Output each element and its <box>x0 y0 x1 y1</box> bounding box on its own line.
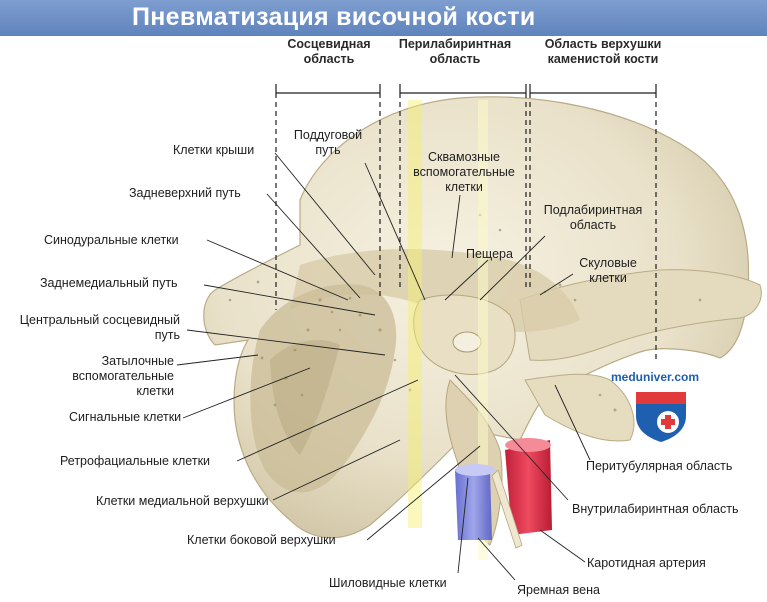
label-medial-apex-cells: Клетки медиальной верхушки <box>96 494 269 508</box>
region-mastoid: Сосцевидная область <box>287 37 371 66</box>
region-petrous-apex: Область верхушки каменистой кости <box>544 37 662 66</box>
carotid-artery <box>505 438 552 535</box>
label-subarcuate-tract: Поддуговой путь <box>293 128 363 157</box>
label-styloid-cells: Шиловидные клетки <box>329 576 447 590</box>
bone-silhouette <box>203 96 762 546</box>
label-intralabyrinthine-area: Внутрилабиринтная область <box>572 502 739 516</box>
label-sigmoid-cells: Сигнальные клетки <box>69 410 182 424</box>
leader-lines <box>176 152 591 581</box>
watermark-text: meduniver.com <box>611 370 700 384</box>
page-title: Пневматизация височной кости <box>132 3 536 31</box>
perilab-highlight-band <box>408 100 422 528</box>
label-occipital-cells: Затылочные вспомогательные клетки <box>72 354 174 398</box>
label-peritubal-area: Перитубулярная область <box>586 459 733 473</box>
label-squamous-cells: Сквамозные вспомогательные клетки <box>413 150 515 194</box>
label-zygomatic-cells: Скуловые клетки <box>579 256 637 285</box>
label-tegmen-cells: Клетки крыши <box>173 143 255 157</box>
label-posterosuperior-tract: Задневерхний путь <box>129 186 241 200</box>
label-jugular-vein: Яремная вена <box>517 583 600 597</box>
label-retrofacial-cells: Ретрофациальные клетки <box>60 454 211 468</box>
apex-highlight-band <box>478 100 488 560</box>
site-logo-shield-icon <box>636 392 686 442</box>
region-perilabyrinthine: Перилабиринтная область <box>398 37 512 66</box>
jugular-vein <box>455 464 495 540</box>
label-infralabyrinthine-area: Подлабиринтная область <box>543 203 643 232</box>
styloid-process <box>491 469 523 549</box>
label-sinodural-cells: Синодуральные клетки <box>44 233 179 247</box>
label-posteromedial-tract: Заднемедиальный путь <box>40 276 178 290</box>
label-lateral-apex-cells: Клетки боковой верхушки <box>187 533 336 547</box>
label-antrum: Пещера <box>466 247 513 261</box>
title-bar: Пневматизация височной кости <box>0 0 767 36</box>
label-carotid-artery: Каротидная артерия <box>587 556 706 570</box>
label-central-mastoid-tract: Центральный сосцевидный путь <box>19 313 180 342</box>
